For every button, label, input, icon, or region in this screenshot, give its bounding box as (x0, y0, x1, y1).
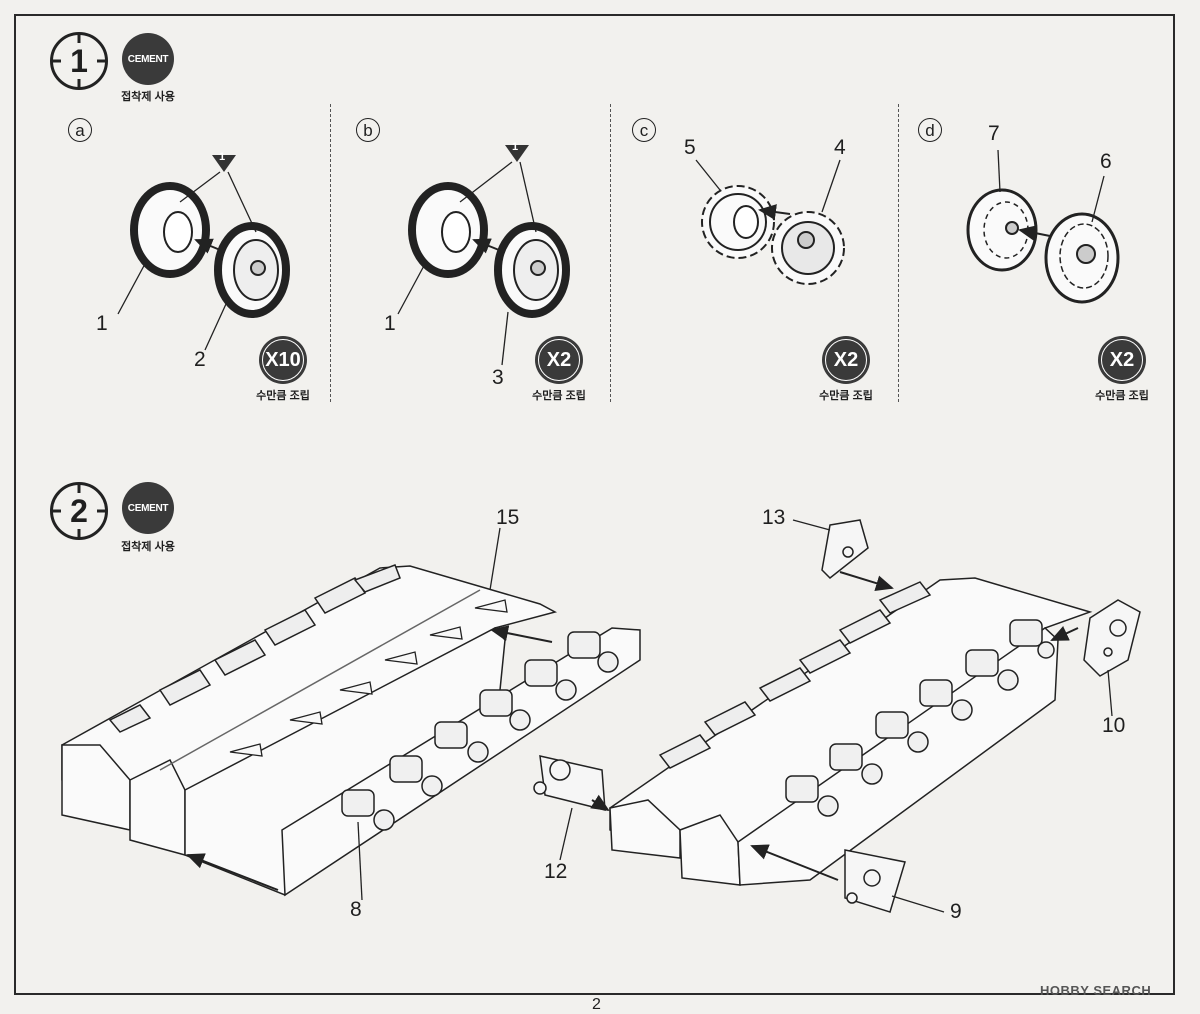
part-1-label-b: 1 (384, 312, 396, 335)
quantity-note-d: 수만큼 조립 (1095, 390, 1149, 402)
quantity-note-a: 수만큼 조립 (256, 390, 310, 402)
part-1-label-a: 1 (96, 312, 108, 335)
part-3-label: 3 (492, 366, 504, 389)
divider-bc (610, 104, 611, 402)
part-12-label: 12 (544, 860, 568, 883)
step-1-circle: 1 (50, 32, 108, 90)
glue-marker-b-number: 1 (512, 141, 519, 153)
part-10-label: 10 (1102, 714, 1126, 737)
quantity-badge-d: X2 (1098, 336, 1146, 384)
cement-badge-2: CEMENT (122, 482, 174, 534)
part-2-label: 2 (194, 348, 206, 371)
road-wheel-outer-b (408, 182, 488, 278)
sprocket-inner (771, 211, 845, 285)
glue-marker-b (505, 145, 529, 162)
idler-wheel-outer (966, 188, 1038, 272)
quantity-badge-b: X2 (535, 336, 583, 384)
cement-badge-1: CEMENT (122, 33, 174, 85)
part-8-label: 8 (350, 898, 362, 921)
part-13-label: 13 (762, 506, 786, 529)
sub-step-c-label: c (632, 118, 656, 142)
suspension-arms-left (108, 564, 401, 733)
step-1-number: 1 (70, 42, 88, 79)
step-2-circle: 2 (50, 482, 108, 540)
divider-ab (330, 104, 331, 402)
suspension-units-left (341, 631, 619, 831)
part-9-bracket (844, 849, 906, 913)
part-13-bracket (821, 519, 869, 580)
step-2-number: 2 (70, 492, 88, 529)
sub-step-a-label: a (68, 118, 92, 142)
quantity-badge-a: X10 (259, 336, 307, 384)
part-7-label: 7 (988, 122, 1000, 145)
part-15-label: 15 (496, 506, 520, 529)
part-4-label: 4 (834, 136, 846, 159)
part-5-label: 5 (684, 136, 696, 159)
page-number: 2 (592, 996, 601, 1013)
cement-note-2: 접착제 사용 (121, 541, 175, 553)
road-wheel-inner-b (494, 222, 570, 318)
lower-hull-left (61, 565, 641, 897)
watermark-text: HOBBY SEARCH (1040, 983, 1152, 998)
page-frame (14, 14, 1175, 995)
quantity-note-b: 수만큼 조립 (532, 390, 586, 402)
glue-marker-a-number: 1 (219, 151, 226, 163)
quantity-note-c: 수만큼 조립 (819, 390, 873, 402)
quantity-badge-c: X2 (822, 336, 870, 384)
part-10-mount (1083, 599, 1141, 677)
suspension-units-right (785, 619, 1055, 817)
road-wheel-inner-a (214, 222, 290, 318)
sub-step-d-label: d (918, 118, 942, 142)
glue-marker-a (212, 155, 236, 172)
return-roller-mounts-left (229, 599, 508, 757)
sub-step-b-label: b (356, 118, 380, 142)
suspension-arms-right (658, 581, 932, 769)
cement-note-1: 접착제 사용 (121, 91, 175, 103)
lower-hull-right (609, 577, 1093, 886)
divider-cd (898, 104, 899, 402)
sprocket-outer (701, 185, 775, 259)
road-wheel-outer-a (130, 182, 210, 278)
idler-wheel-inner (1044, 212, 1120, 304)
part-6-label: 6 (1100, 150, 1112, 173)
part-9-label: 9 (950, 900, 962, 923)
